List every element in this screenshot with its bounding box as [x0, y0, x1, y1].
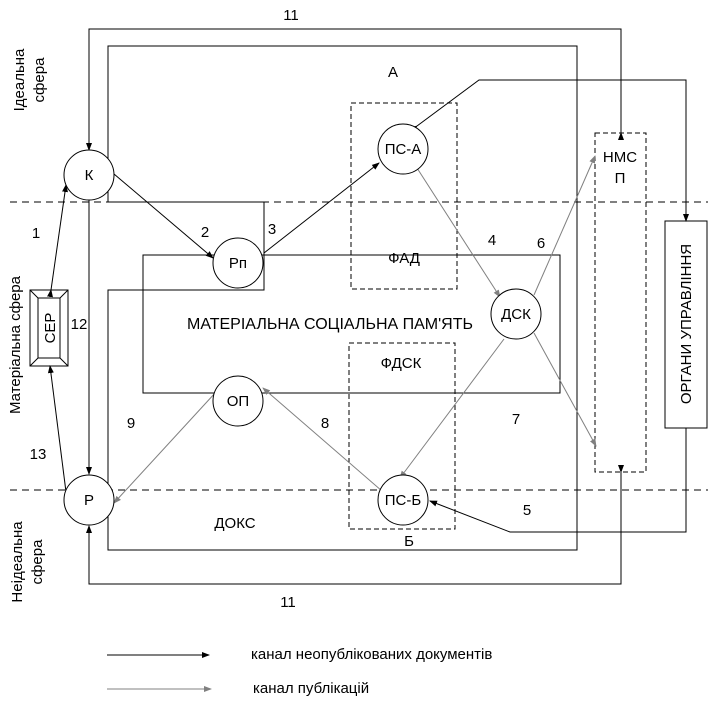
- edge-label-12: 12: [71, 316, 88, 333]
- node-rp: Рп: [212, 237, 264, 289]
- region-a-box: [107, 45, 578, 551]
- ideal-sphere-label-2: сфера: [31, 57, 48, 103]
- edge-5: [429, 428, 687, 533]
- edge-7: [533, 332, 597, 447]
- region-a-label: А: [388, 64, 398, 81]
- edge-3: [263, 162, 380, 254]
- edge-label-11-bottom: 11: [280, 594, 296, 611]
- edge-4: [416, 167, 501, 298]
- svg-text:ОП: ОП: [227, 393, 249, 410]
- edge-1: [47, 184, 68, 298]
- material-sphere-label: Матеріальна сфера: [7, 275, 24, 414]
- fad-label: ФАД: [388, 250, 420, 267]
- organy-label: ОРГАНИ УПРАВЛІННЯ: [678, 244, 695, 404]
- node-ps-a: ПС-А: [377, 123, 429, 175]
- edge-11-top: [86, 28, 624, 151]
- edge-dsk-psb: [399, 338, 505, 479]
- edge-13: [47, 365, 67, 493]
- ideal-sphere-label-1: Ідеальна: [11, 48, 28, 111]
- legend: канал неопублікованих документів канал п…: [107, 646, 492, 697]
- edge-8: [262, 387, 383, 492]
- edge-2: [113, 173, 214, 259]
- memory-label: МАТЕРІАЛЬНА СОЦІАЛЬНА ПАМ'ЯТЬ: [187, 316, 473, 333]
- ser-box: [29, 289, 69, 367]
- svg-text:ПС-Б: ПС-Б: [385, 492, 422, 509]
- edge-label-7: 7: [512, 411, 520, 428]
- edge-label-1: 1: [32, 225, 40, 242]
- nmsp-label-1: НМС: [603, 149, 637, 166]
- edge-label-3: 3: [268, 221, 276, 238]
- edge-organy-top: [409, 79, 689, 222]
- svg-text:ДСК: ДСК: [501, 306, 531, 323]
- legend-publications-label: канал публікацій: [253, 680, 369, 697]
- edge-label-6: 6: [537, 235, 545, 252]
- svg-text:К: К: [85, 167, 94, 184]
- edge-label-2: 2: [201, 224, 209, 241]
- svg-text:ПС-А: ПС-А: [385, 141, 422, 158]
- svg-text:Р: Р: [84, 492, 94, 509]
- fad-box: [350, 102, 458, 290]
- nonideal-sphere-label-1: Неідеальна: [9, 521, 26, 603]
- edge-label-13: 13: [30, 446, 47, 463]
- node-op: ОП: [212, 375, 264, 427]
- nonideal-sphere-label-2: сфера: [29, 539, 46, 585]
- node-ps-b: ПС-Б: [377, 474, 429, 526]
- node-dsk: ДСК: [490, 288, 542, 340]
- legend-unpublished-label: канал неопублікованих документів: [251, 646, 492, 663]
- edge-label-11-top: 11: [283, 7, 299, 24]
- node-r: Р: [63, 474, 115, 526]
- region-b-label: Б: [404, 533, 414, 550]
- svg-text:Рп: Рп: [229, 255, 247, 272]
- fdsk-label: ФДСК: [381, 355, 422, 372]
- doks-label: ДОКС: [214, 515, 255, 532]
- edge-9: [113, 391, 217, 504]
- edge-label-8: 8: [321, 415, 329, 432]
- node-k: К: [63, 149, 115, 201]
- edge-6: [533, 155, 596, 296]
- edge-label-9: 9: [127, 415, 135, 432]
- ser-label: СЕР: [42, 313, 59, 344]
- nmsp-label-2: П: [615, 170, 626, 187]
- edge-label-5: 5: [523, 502, 531, 519]
- edge-label-4: 4: [488, 232, 496, 249]
- edge-11-bottom: [86, 465, 624, 585]
